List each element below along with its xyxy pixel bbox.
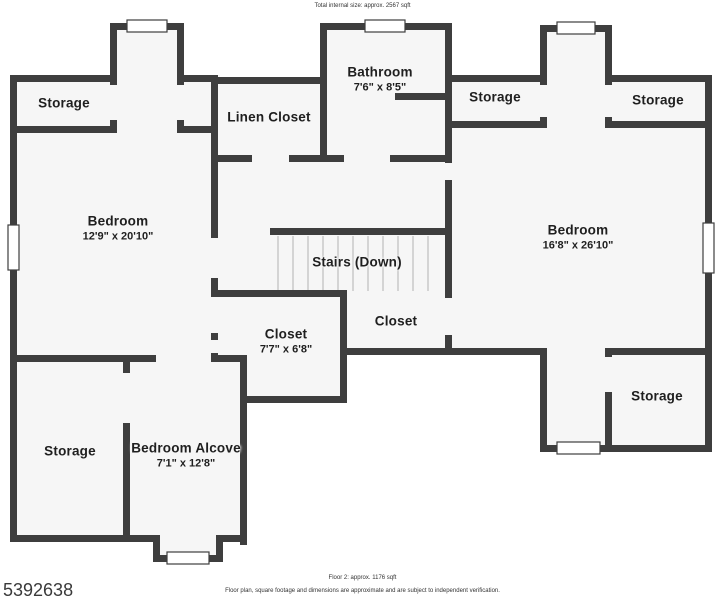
listing-id: 5392638 [3,580,74,600]
room-name: Stairs (Down) [312,254,402,270]
room-name: Storage [469,89,521,105]
room-label-storage-bottom-left: Storage [44,444,96,461]
room-label-bedroom-left: Bedroom 12'9" x 20'10" [83,214,154,245]
room-label-stairs: Stairs (Down) [312,255,402,272]
room-name: Bedroom Alcove [131,440,241,456]
room-fills [10,23,712,562]
room-name: Bathroom [347,64,413,80]
room-name: Closet [374,313,418,329]
room-label-storage-top-right: Storage [632,93,684,110]
room-name: Storage [631,388,683,404]
room-name: Bedroom [87,213,149,229]
room-label-storage-top-left: Storage [38,96,90,113]
room-name: Storage [632,92,684,108]
room-label-closet-right: Closet [375,314,417,331]
room-name: Storage [38,95,90,111]
total-size-note: Total internal size: approx. 2567 sqft [314,3,411,9]
room-name: Linen Closet [227,109,311,125]
room-dimensions: 7'6" x 8'5" [353,81,407,94]
room-dimensions: 7'1" x 12'8" [156,457,216,470]
room-dimensions: 16'8" x 26'10" [542,239,614,252]
room-label-bedroom-alcove: Bedroom Alcove 7'1" x 12'8" [131,441,241,472]
room-name: Bedroom [547,222,609,238]
room-dimensions: 7'7" x 6'8" [259,343,313,356]
room-label-bedroom-right: Bedroom 16'8" x 26'10" [543,223,614,254]
disclaimer-note: Floor plan, square footage and dimension… [225,588,500,594]
floor-size-note: Floor 2: approx. 1176 sqft [328,575,397,581]
room-label-storage-top-mid: Storage [469,90,521,107]
room-dimensions: 12'9" x 20'10" [82,230,154,243]
room-label-storage-bottom-right: Storage [631,389,683,406]
room-label-bathroom: Bathroom 7'6" x 8'5" [347,65,412,96]
room-label-linen-closet: Linen Closet [227,110,310,127]
room-name: Closet [264,326,308,342]
stair-treads-lines [277,236,429,291]
walls [10,23,712,562]
windows [7,19,715,565]
room-label-closet-left: Closet 7'7" x 6'8" [260,327,312,358]
room-name: Storage [44,443,96,459]
